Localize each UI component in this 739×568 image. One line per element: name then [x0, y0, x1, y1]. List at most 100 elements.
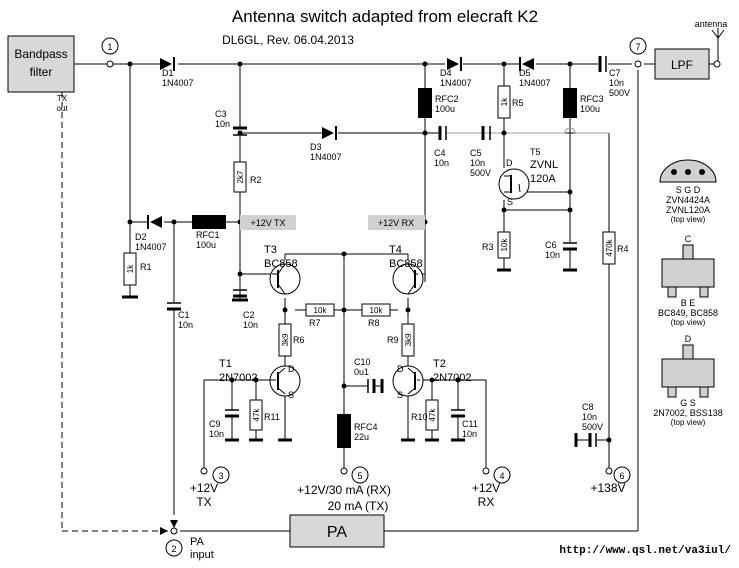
- rfc3-value: 100u: [580, 104, 600, 114]
- choke-rfc1: [192, 215, 226, 229]
- transistor-t4: [392, 263, 424, 295]
- t1-label: T1: [219, 358, 232, 370]
- rx-bar-label: +12V RX: [378, 218, 414, 228]
- capacitor-c8: [588, 433, 597, 447]
- antenna-label: antenna: [695, 19, 728, 29]
- pa-input-label-2: input: [190, 549, 214, 561]
- footer-url[interactable]: http://www.qsl.net/va3iul/: [559, 545, 731, 557]
- c11-value: 10n: [462, 429, 477, 439]
- main-supply-label: +12V/30 mA (RX): [297, 483, 391, 497]
- capacitor-c1: [167, 302, 181, 311]
- antenna-terminal: [713, 60, 721, 68]
- r10-value: 47k: [428, 408, 437, 422]
- tx-out-label-1: TX: [57, 94, 68, 103]
- capacitor-c5: [481, 126, 491, 140]
- capacitor-c2: [233, 289, 247, 298]
- c10-value: 0u1: [354, 367, 369, 377]
- capacitor-c11: [451, 409, 465, 418]
- t1-pin-d: D: [288, 364, 295, 374]
- svg-text:5: 5: [357, 471, 362, 481]
- transistor-t3: [269, 263, 301, 295]
- resistor-r3: [497, 231, 511, 259]
- r5-label: R5: [512, 98, 524, 108]
- r4-label: R4: [617, 244, 629, 254]
- c4-label: C4: [434, 148, 446, 158]
- diode-d3: [322, 126, 337, 140]
- node-4: 4: [482, 466, 511, 484]
- d3-label: D3: [310, 142, 322, 152]
- diode-d4: [447, 57, 462, 71]
- sot-b-view: (top view): [671, 418, 706, 427]
- rx-supply-voltage: +12V: [472, 481, 500, 495]
- d2-value: 1N4007: [135, 242, 167, 252]
- resistor-r4: [602, 231, 616, 265]
- pa-input-label-1: PA: [190, 536, 205, 548]
- c5-label: C5: [470, 148, 482, 158]
- to92-part-1: ZVN4424A: [666, 195, 710, 205]
- wiring: [74, 63, 714, 532]
- package-sot23-fet: [661, 344, 715, 398]
- to92-view: (top view): [671, 215, 706, 224]
- rfc1-value: 100u: [196, 240, 216, 250]
- sot-a-pins: B E: [681, 298, 696, 308]
- node-5: 5: [340, 466, 369, 484]
- node-2: 2: [165, 527, 183, 557]
- r3-label: R3: [482, 242, 494, 252]
- tx-out-dashed-path: [61, 92, 168, 532]
- r11-label: R11: [264, 412, 280, 422]
- d1-label: D1: [162, 68, 174, 78]
- r3-value: 10k: [500, 238, 509, 252]
- t5-value: ZVNL: [530, 159, 558, 171]
- resistor-r10: [425, 399, 439, 431]
- choke-rfc2: [418, 88, 432, 118]
- c8-value: 10n: [582, 412, 597, 422]
- t2-label: T2: [433, 358, 446, 370]
- r1-value: 1k: [126, 264, 135, 273]
- svg-text:3: 3: [218, 471, 223, 481]
- resistor-r8: [361, 303, 391, 317]
- c11-label: C11: [462, 419, 478, 429]
- resistor-r1: [123, 252, 137, 286]
- pa-block: [289, 514, 385, 548]
- sot-b-parts: 2N7002, BSS138: [653, 408, 723, 418]
- supply-labels: +12V TX +12V RX +12V/30 mA (RX) 20 mA (T…: [190, 481, 626, 561]
- transistor-t1: [269, 365, 301, 397]
- r2-value: 2k7: [236, 170, 245, 183]
- c1-value: 10n: [178, 320, 193, 330]
- r5-value: 1k: [500, 97, 509, 106]
- tx-bar: [240, 215, 296, 230]
- c6-label: C6: [545, 240, 557, 250]
- d3-value: 1N4007: [310, 152, 342, 162]
- rfc2-label: RFC2: [435, 94, 459, 104]
- c5-value-2: 500V: [470, 168, 491, 178]
- rfc4-value: 22u: [354, 432, 369, 442]
- t4-value: BC858: [389, 258, 423, 270]
- d5-label: D5: [519, 68, 531, 78]
- resistor-r5: [497, 85, 511, 119]
- t2-pin-s: S: [397, 390, 403, 400]
- sot-a-view: (top view): [671, 318, 706, 327]
- c8-label: C8: [582, 402, 594, 412]
- c4-value: 10n: [434, 158, 449, 168]
- bandpass-filter-block: [7, 35, 75, 93]
- resistor-r11: [249, 399, 263, 431]
- c3-label: C3: [215, 109, 227, 119]
- t2-value: 2N7002: [433, 372, 472, 384]
- c8-value-2: 500V: [582, 422, 603, 432]
- t5-pin-d: D: [506, 158, 513, 168]
- tx-supply-label: TX: [196, 495, 211, 509]
- chokes: [192, 88, 577, 448]
- capacitor-c9: [225, 409, 239, 418]
- component-labels: D1 1N4007 D4 1N4007 D5 1N4007 D3 1N4007 …: [135, 68, 630, 442]
- t3-value: BC858: [264, 258, 298, 270]
- sot-b-top-pin: D: [685, 334, 692, 344]
- c6-value: 10n: [545, 250, 560, 260]
- resistor-r7: [305, 303, 335, 317]
- rfc3-label: RFC3: [580, 94, 604, 104]
- svg-text:6: 6: [619, 471, 624, 481]
- resistors: [123, 85, 616, 431]
- svg-text:4: 4: [499, 471, 504, 481]
- node-1: 1: [101, 37, 119, 68]
- sot-a-top-pin: C: [685, 234, 692, 244]
